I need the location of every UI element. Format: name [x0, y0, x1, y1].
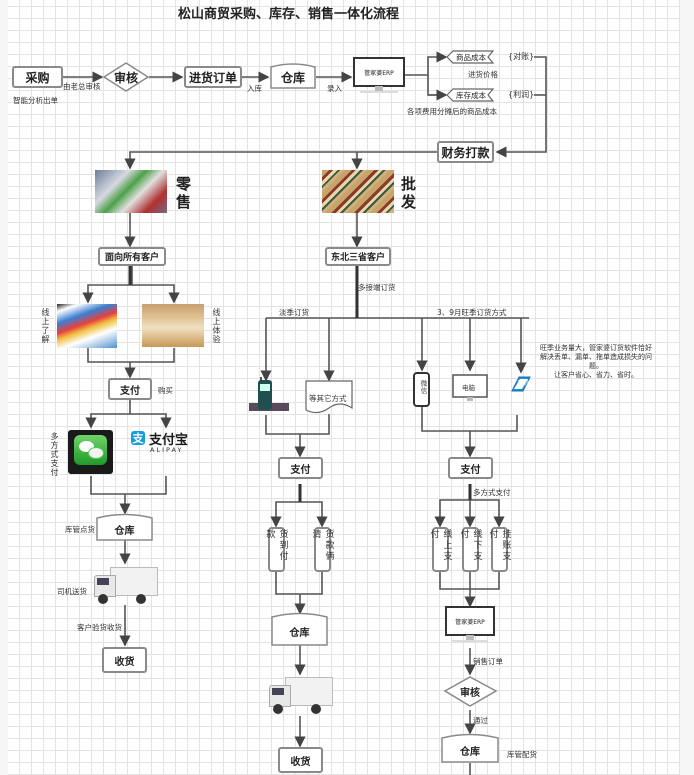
purchase-order-node[interactable]: 进货订单 — [184, 66, 242, 88]
wholesale-left-pay-node[interactable]: 支付 — [278, 457, 323, 479]
offline-experience-label: 线上体验 — [212, 308, 221, 344]
peak-note-line-1: 旺季业务量大，管家婆订货软件恰好解决丢单、漏单、拖单造成损失的问题。 — [540, 344, 652, 370]
wechat-label: 微信 — [419, 380, 427, 395]
boss-review-label: 由老总审核 — [63, 82, 101, 91]
multi-pay-label: 多方式支付 — [50, 432, 59, 477]
erp-label-top: 管家婆ERP — [364, 69, 394, 77]
alipay-icon: 支 — [131, 431, 145, 445]
wholesale-goods-photo — [322, 170, 394, 213]
product-cost-note: 进货价格 — [468, 70, 498, 79]
mobile-device — [511, 376, 531, 392]
product-cost-tag: 商品成本 — [456, 52, 486, 62]
warehouse-shape-retail — [96, 513, 153, 541]
warehouse-shape-top — [270, 63, 316, 89]
other-methods-document — [305, 380, 353, 414]
inbound-label: 入库 — [247, 84, 262, 93]
purchase-note: 智能分析出单 — [13, 96, 58, 105]
peak-season-note: 旺季业务量大，管家婆订货软件恰好解决丢单、漏单、拖单造成损失的问题。 让客户省心… — [540, 344, 652, 380]
cod-node[interactable]: 货到付款 — [265, 527, 288, 572]
keeper-count-label: 库管点货 — [65, 525, 95, 534]
wholesale-customers-node[interactable]: 东北三省客户 — [325, 247, 391, 266]
customer-inspect-label: 客户验货收货 — [77, 623, 122, 632]
driver-delivery-label: 司机送货 — [57, 587, 87, 596]
erp-monitor-top — [353, 57, 405, 93]
computer-label: 电脑 — [462, 384, 475, 392]
retail-receive-node[interactable]: 收货 — [102, 647, 147, 673]
warehouse-shape-wholesale-left — [271, 612, 328, 646]
canvas-right-margin — [680, 0, 694, 775]
online-shop-screenshot — [57, 304, 117, 348]
buy-label: 购买 — [158, 386, 173, 395]
keeper-pick-label: 库管配货 — [507, 750, 537, 759]
smartphone-device — [413, 372, 430, 407]
wholesale-left-warehouse-node[interactable]: 仓库 — [289, 627, 310, 639]
erp-monitor-bottom — [445, 606, 495, 642]
other-methods-label: 等其它方式 — [309, 394, 347, 403]
online-learn-label: 线上了解 — [41, 308, 50, 344]
offline-store-photo — [142, 304, 204, 347]
inventory-cost-tag: 库存成本 — [456, 90, 486, 100]
delivery-truck-retail — [92, 565, 158, 605]
computer-device — [452, 374, 488, 401]
multi-channel-label: 多接端订货 — [358, 283, 396, 292]
alipay-cn-text: 支付宝 — [149, 433, 189, 448]
canvas-left-margin — [0, 0, 8, 775]
retail-store-photo — [95, 170, 167, 213]
warehouse-shape-wholesale-right — [441, 733, 499, 763]
wholesale-heading: 批发 — [399, 176, 417, 212]
retail-customers-node[interactable]: 面向所有客户 — [98, 247, 166, 266]
diagram-title: 松山商贸采购、库存、销售一体化流程 — [178, 7, 400, 22]
review-diamond-top — [102, 62, 150, 92]
right-multi-pay-label: 多方式支付 — [473, 488, 511, 497]
online-pay-node[interactable]: 线上支付 — [429, 527, 452, 572]
profit-label: {利润} — [508, 90, 535, 99]
review-diamond-bottom — [443, 676, 498, 707]
record-label: 录入 — [327, 84, 342, 93]
review-node-bottom[interactable]: 审核 — [460, 687, 480, 699]
peak-note-line-2: 让客户省心、省力、省时。 — [554, 371, 638, 379]
desk-phone-device — [249, 377, 289, 411]
retail-heading: 零售 — [174, 176, 192, 212]
retail-warehouse-node[interactable]: 仓库 — [114, 525, 135, 537]
wholesale-right-warehouse-node[interactable]: 仓库 — [460, 746, 480, 758]
mobile-label: 手机 — [517, 380, 530, 387]
off-season-label: 淡季订货 — [279, 308, 309, 317]
review-node-top[interactable]: 审核 — [113, 70, 138, 85]
paid-in-full-node[interactable]: 货款俩清 — [311, 527, 334, 572]
purchase-node[interactable]: 采购 — [12, 66, 63, 88]
sales-order-label: 销售订单 — [473, 657, 503, 666]
erp-label-bottom: 管家婆ERP — [455, 618, 485, 626]
offline-pay-node[interactable]: 线下支付 — [459, 527, 482, 572]
pass-label: 通过 — [473, 716, 488, 725]
retail-pay-node[interactable]: 支付 — [108, 378, 152, 400]
reconcile-label: {对账} — [508, 52, 535, 61]
delivery-truck-wholesale — [267, 675, 333, 715]
wechat-pay-icon — [68, 430, 113, 474]
peak-season-label: 3、9月旺季订货方式 — [437, 308, 507, 317]
wholesale-left-receive-node[interactable]: 收货 — [278, 747, 323, 773]
warehouse-node-top[interactable]: 仓库 — [280, 71, 305, 85]
credit-pay-node[interactable]: 挂账支付 — [488, 527, 511, 572]
inventory-cost-note: 各项费用分摊后的商品成本 — [407, 107, 497, 116]
alipay-en-text: ALIPAY — [150, 446, 184, 454]
finance-payment-node[interactable]: 财务打款 — [437, 141, 494, 163]
wholesale-right-pay-node[interactable]: 支付 — [448, 457, 493, 479]
